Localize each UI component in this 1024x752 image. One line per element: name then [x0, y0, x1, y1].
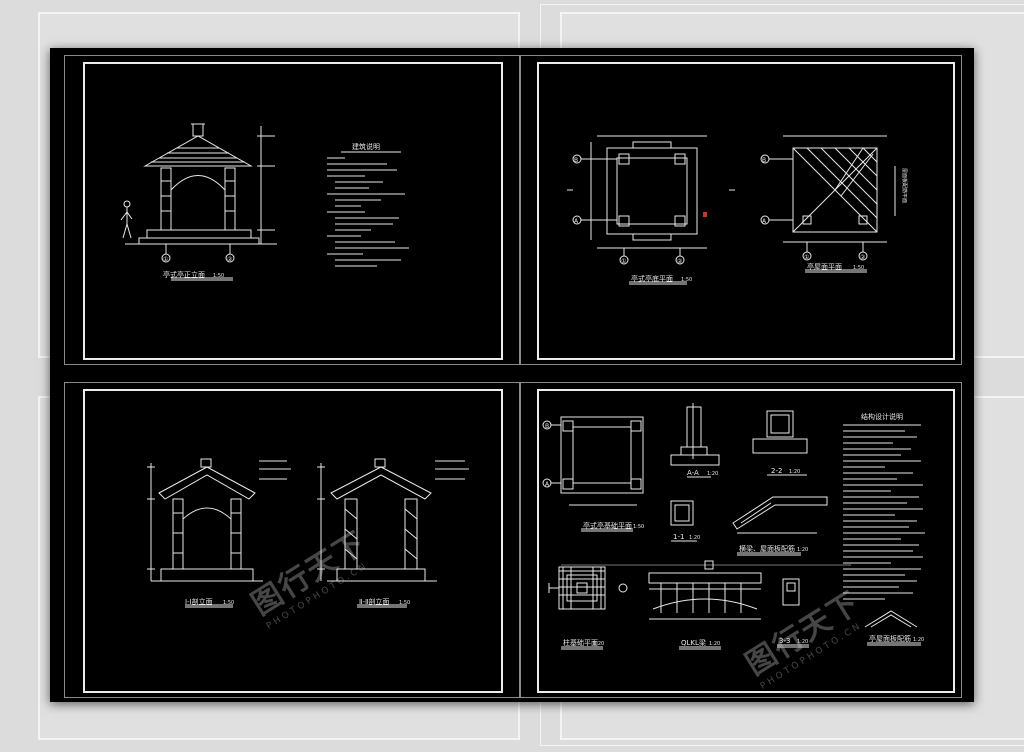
- sheet-plans: B A ① ② B A ① ② 亭式亭底平面 1:50 亭屋面平面 1:50 屋…: [520, 55, 962, 365]
- elevation-scale: 1:50: [213, 273, 224, 279]
- roof-plan-title: 亭屋面平面: [807, 262, 842, 271]
- s33-scale: 1:20: [797, 639, 808, 645]
- footing-scale: 1:20: [593, 641, 604, 647]
- roof-axis-col-1: ①: [804, 254, 809, 261]
- section2-title: Ⅱ-Ⅱ剖立面: [359, 597, 389, 606]
- building-notes-title: 建筑说明: [352, 142, 380, 151]
- found-axis-row-b: B: [545, 423, 549, 430]
- found-axis-row-a: A: [545, 481, 550, 488]
- roof-axis-row-a: A: [762, 218, 767, 225]
- s22-scale: 1:20: [789, 469, 800, 475]
- roof-plan-scale: 1:50: [853, 265, 864, 271]
- section2-scale: 1:50: [399, 600, 410, 606]
- foundation-scale: 1:50: [633, 524, 644, 530]
- plan-axis-col-1: ①: [621, 258, 626, 265]
- footing-title: 柱基础平面: [563, 638, 598, 647]
- axis-label-1: ①: [163, 256, 168, 263]
- plan-scale: 1:50: [681, 277, 692, 283]
- structure-notes-title: 结构设计说明: [861, 412, 903, 421]
- plan-axis-col-2: ②: [677, 258, 683, 265]
- sheet-inner-frame: [537, 62, 955, 360]
- section1-scale: 1:50: [223, 600, 234, 606]
- elevation-drawing: 亭式亭正立面 1:50 ① ② 建筑说明: [120, 123, 409, 281]
- s22-label: 2-2: [771, 467, 782, 475]
- s33-label: 3-3: [779, 637, 790, 645]
- axis-label-2: ②: [227, 256, 233, 263]
- s11-label: 1-1: [673, 533, 684, 541]
- roof-axis-row-b: B: [762, 157, 766, 164]
- sheet-elevation: 亭式亭正立面 1:50 ① ② 建筑说明: [64, 55, 520, 365]
- sheet-sections: Ⅰ-Ⅰ剖立面 1:50 Ⅱ-Ⅱ剖立面 1:50: [64, 382, 520, 698]
- roof-axis-col-2: ②: [860, 254, 866, 261]
- aa-scale: 1:20: [707, 471, 718, 477]
- plan-title: 亭式亭底平面: [631, 274, 673, 283]
- red-marker: [703, 212, 707, 217]
- sheet-inner-frame: [83, 62, 503, 360]
- plan-axis-row-b: B: [574, 157, 578, 164]
- sheet-inner-frame: [83, 389, 503, 693]
- roof-detail-title: 亭屋面板配筋: [869, 634, 911, 643]
- roof-detail-scale: 1:20: [913, 637, 924, 643]
- foundation-title: 亭式亭基础平面: [583, 521, 632, 530]
- beam-title: 横梁、屋面板配筋: [739, 544, 795, 553]
- sheet-inner-frame: [537, 389, 955, 693]
- aa-label: A-A: [687, 469, 699, 477]
- sheet-structure: B A 亭式亭基础平面 1:50 A-A 1:20 2-2 1:20 结构设计说…: [520, 382, 962, 698]
- beam-scale: 1:20: [797, 547, 808, 553]
- drawing-backdrop: 亭式亭正立面 1:50 ① ② 建筑说明: [50, 48, 974, 702]
- roof-side-label: 屋面板配筋平面: [901, 168, 908, 203]
- qlkl-scale: 1:20: [709, 641, 720, 647]
- sections-drawing: Ⅰ-Ⅰ剖立面 1:50 Ⅱ-Ⅱ剖立面 1:50: [147, 458, 469, 608]
- qlkl-title: QLKL梁: [681, 638, 706, 647]
- structure-drawing: B A 亭式亭基础平面 1:50 A-A 1:20 2-2 1:20 结构设计说…: [542, 403, 925, 650]
- plan-drawing: B A ① ② B A ① ② 亭式亭底平面 1:50 亭屋面平面 1:50 屋…: [567, 135, 908, 285]
- plan-axis-row-a: A: [574, 218, 579, 225]
- s11-scale: 1:20: [689, 535, 700, 541]
- section1-title: Ⅰ-Ⅰ剖立面: [185, 597, 213, 606]
- elevation-title: 亭式亭正立面: [163, 270, 205, 279]
